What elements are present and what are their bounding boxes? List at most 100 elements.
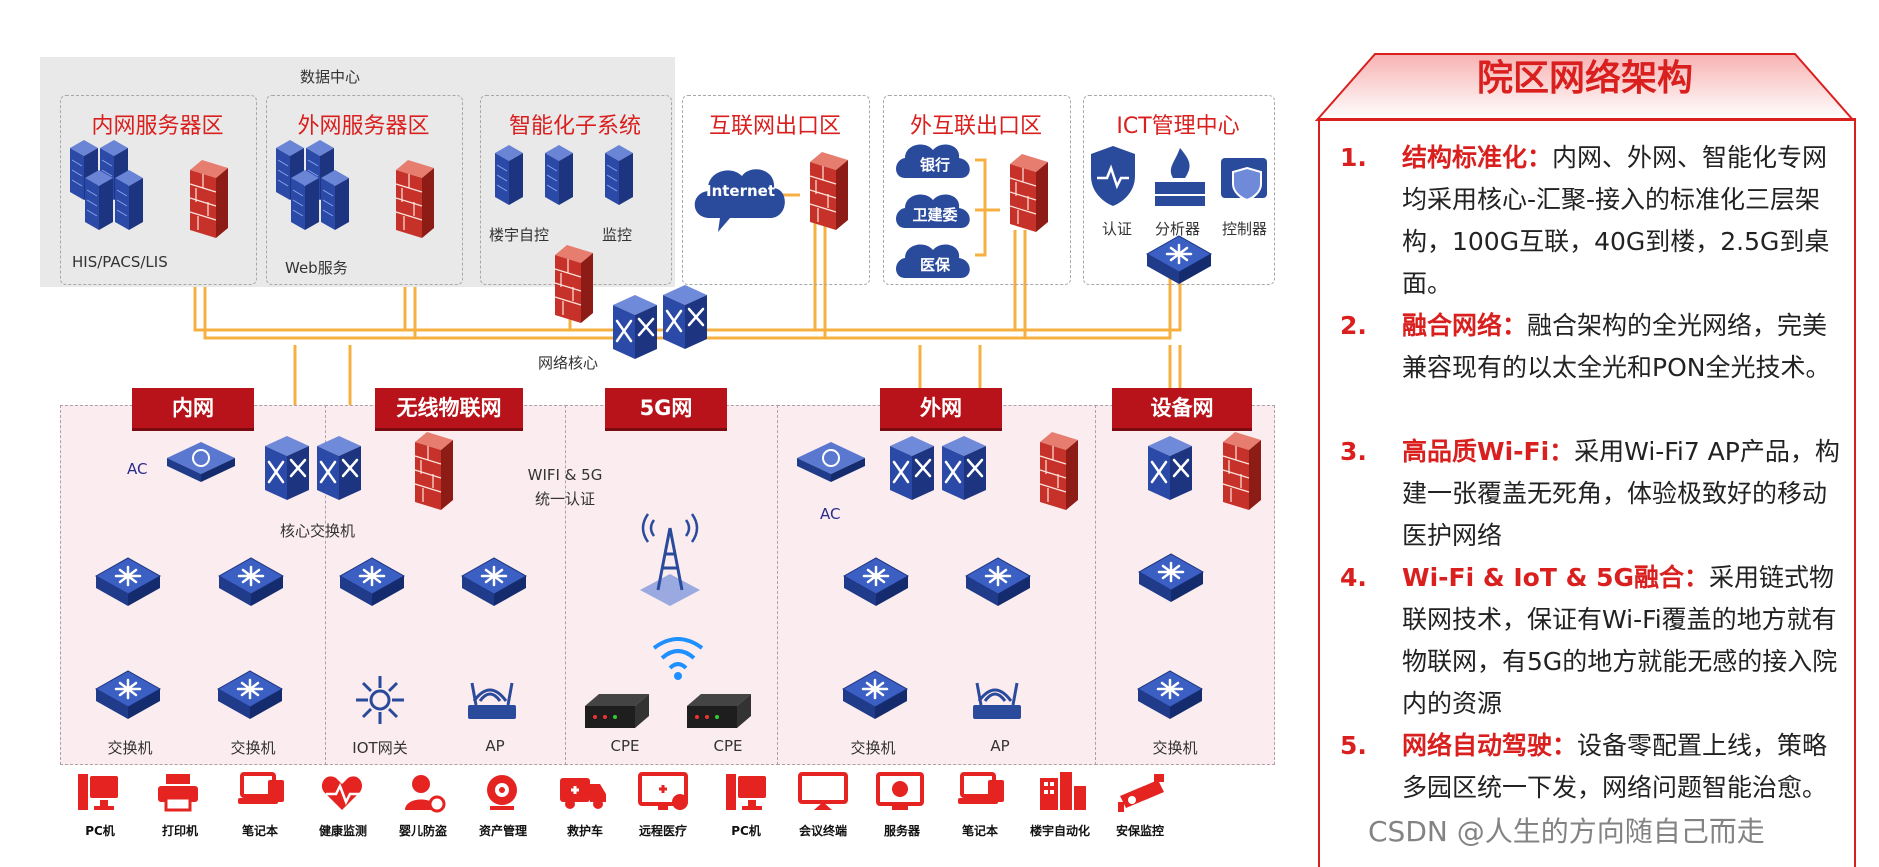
terminal-label-7: 救护车 [566, 824, 603, 838]
terminal-label-8: 远程医疗 [638, 824, 687, 838]
ac-left-icon [166, 441, 236, 483]
core-switch-left-icon [265, 434, 363, 502]
agg-switch-3-icon [338, 556, 406, 608]
access-switch-1-icon [94, 669, 162, 721]
his-caption: HIS/PACS/LIS [72, 253, 168, 271]
intelligent-subsystem-title: 智能化子系统 [508, 114, 641, 139]
panel-item-3-num: 3. [1340, 437, 1367, 466]
panel-item-4-head: Wi-Fi & IoT & 5G融合： [1402, 563, 1710, 592]
intranet-server-title: 内网服务器区 [91, 114, 224, 139]
ict-auth-label: 认证 [1102, 220, 1133, 238]
panel-item-5: 5. 网络自动驾驶：设备零配置上线，策略多园区统一下发，网络问题智能治愈。 [1340, 725, 1840, 809]
extranet-firewall-icon [1039, 431, 1079, 511]
access-label-2: 交换机 [230, 739, 276, 757]
external-firewall-icon [1009, 153, 1049, 233]
terminal-icons-row [78, 772, 1164, 813]
terminal-label-11: 服务器 [883, 824, 920, 838]
ict-analyzer-label: 分析器 [1155, 220, 1201, 238]
panel-item-1-text: 内网、外网、智能化专网均采用核心-汇聚-接入的标准化三层架构，100G互联，40… [1402, 143, 1830, 298]
ict-controller-label: 控制器 [1222, 220, 1268, 238]
terminal-label-14: 安保监控 [1115, 824, 1164, 838]
internet-exit-title: 互联网出口区 [708, 114, 841, 139]
access-label-9: 交换机 [1152, 739, 1198, 757]
terminal-label-5: 婴儿防盗 [398, 824, 447, 838]
panel-item-1-head: 结构标准化： [1402, 143, 1553, 172]
terminal-label-12: 笔记本 [961, 824, 998, 838]
panel-item-2-head: 融合网络： [1402, 311, 1528, 340]
ict-switch-icon [1145, 234, 1213, 286]
terminal-label-4: 健康监测 [318, 824, 367, 838]
subsystem-firewall-icon [554, 245, 594, 324]
agg-switch-2-icon [217, 556, 285, 608]
ap-left-icon [466, 681, 518, 721]
wifi-5g-label: WIFI & 5G [527, 466, 603, 484]
agg-switch-1-icon [94, 556, 162, 608]
datacenter-label: 数据中心 [300, 68, 361, 86]
external-exit-title: 外互联出口区 [909, 114, 1042, 139]
watermark: CSDN @人生的方向随自己而走 [1368, 815, 1765, 848]
unified-auth-label: 统一认证 [534, 490, 595, 508]
external-clouds-icons [896, 144, 970, 278]
tag-wireless-iot: 无线物联网 [375, 388, 523, 428]
access-label-4: AP [485, 737, 505, 755]
access-label-1: 交换机 [107, 739, 153, 757]
extranet-server-title: 外网服务器区 [297, 114, 430, 139]
access-switch-3-icon [841, 669, 909, 721]
iot-firewall-icon [414, 431, 454, 511]
ap-right-icon [971, 681, 1023, 721]
monitor-caption: 监控 [602, 226, 633, 244]
iot-gateway-icon [356, 676, 404, 724]
tag-5g: 5G网 [605, 388, 727, 428]
bank-cloud-label: 银行 [919, 156, 950, 174]
access-switch-2-icon [216, 669, 284, 721]
tag-intranet: 内网 [132, 388, 254, 428]
panel-item-2-text: 融合架构的全光网络，完美兼容现有的以太全光和PON全光技术。 [1402, 311, 1831, 382]
core-switch-label: 核心交换机 [280, 522, 356, 540]
panel-item-5-head: 网络自动驾驶： [1402, 731, 1578, 760]
agg-switch-5-icon [842, 556, 910, 608]
building-control-caption: 楼宇自控 [489, 226, 550, 244]
core-switch-right-icon [890, 434, 988, 502]
access-label-8: AP [990, 737, 1010, 755]
cpe-2-icon [687, 694, 751, 728]
extranet-server-icons [276, 140, 435, 239]
extranet-server-zone [266, 95, 463, 285]
internet-cloud-label: Internet [706, 182, 776, 200]
panel-item-1-num: 1. [1340, 143, 1367, 172]
panel-item-4-num: 4. [1340, 563, 1367, 592]
panel-item-2: 2. 融合网络：融合架构的全光网络，完美兼容现有的以太全光和PON全光技术。 [1340, 305, 1840, 389]
access-switch-4-icon [1136, 669, 1204, 721]
terminal-label-2: 打印机 [161, 824, 198, 838]
medical-insurance-cloud-label: 医保 [919, 256, 950, 274]
terminal-label-9: PC机 [731, 824, 761, 838]
network-core-label: 网络核心 [538, 354, 599, 372]
access-label-6: CPE [713, 737, 743, 755]
tag-extranet: 外网 [880, 388, 1002, 428]
ict-title: ICT管理中心 [1116, 114, 1240, 139]
tag-device-net: 设备网 [1112, 388, 1252, 428]
access-label-5: CPE [610, 737, 640, 755]
device-core-switch-icon [1146, 434, 1194, 502]
ac-right-label: AC [820, 505, 841, 523]
panel-item-5-text: 设备零配置上线，策略多园区统一下发，网络问题智能治愈。 [1402, 731, 1828, 802]
device-firewall-icon [1222, 431, 1262, 511]
subsystem-server-icons [494, 145, 634, 206]
panel-item-3-head: 高品质Wi-Fi： [1402, 437, 1575, 466]
network-core-icon [613, 283, 709, 361]
panel-header-shape [1315, 53, 1855, 121]
panel-list: 1. 结构标准化：内网、外网、智能化专网均采用核心-汇聚-接入的标准化三层架构，… [1340, 137, 1840, 857]
ac-right-icon [796, 441, 866, 483]
agg-switch-7-icon [1137, 552, 1205, 604]
panel-item-3: 3. 高品质Wi-Fi：采用Wi-Fi7 AP产品，构建一张覆盖无死角，体验极致… [1340, 431, 1840, 557]
web-caption: Web服务 [285, 259, 348, 277]
5g-tower-icon [640, 513, 700, 606]
terminal-label-6: 资产管理 [478, 824, 527, 838]
panel-item-1: 1. 结构标准化：内网、外网、智能化专网均采用核心-汇聚-接入的标准化三层架构，… [1340, 137, 1840, 305]
panel-item-3-text: 采用Wi-Fi7 AP产品，构建一张覆盖无死角，体验极致好的移动医护网络 [1402, 437, 1840, 550]
terminal-label-1: PC机 [85, 824, 115, 838]
external-exit-zone [883, 95, 1071, 285]
terminal-label-13: 楼宇自动化 [1029, 824, 1090, 838]
panel-item-4-text: 采用链式物联网技术，保证有Wi-Fi覆盖的地方就有物联网，有5G的地方就能无感的… [1402, 563, 1838, 718]
panel-frame [1318, 118, 1856, 867]
health-commission-cloud-label: 卫建委 [912, 206, 958, 224]
